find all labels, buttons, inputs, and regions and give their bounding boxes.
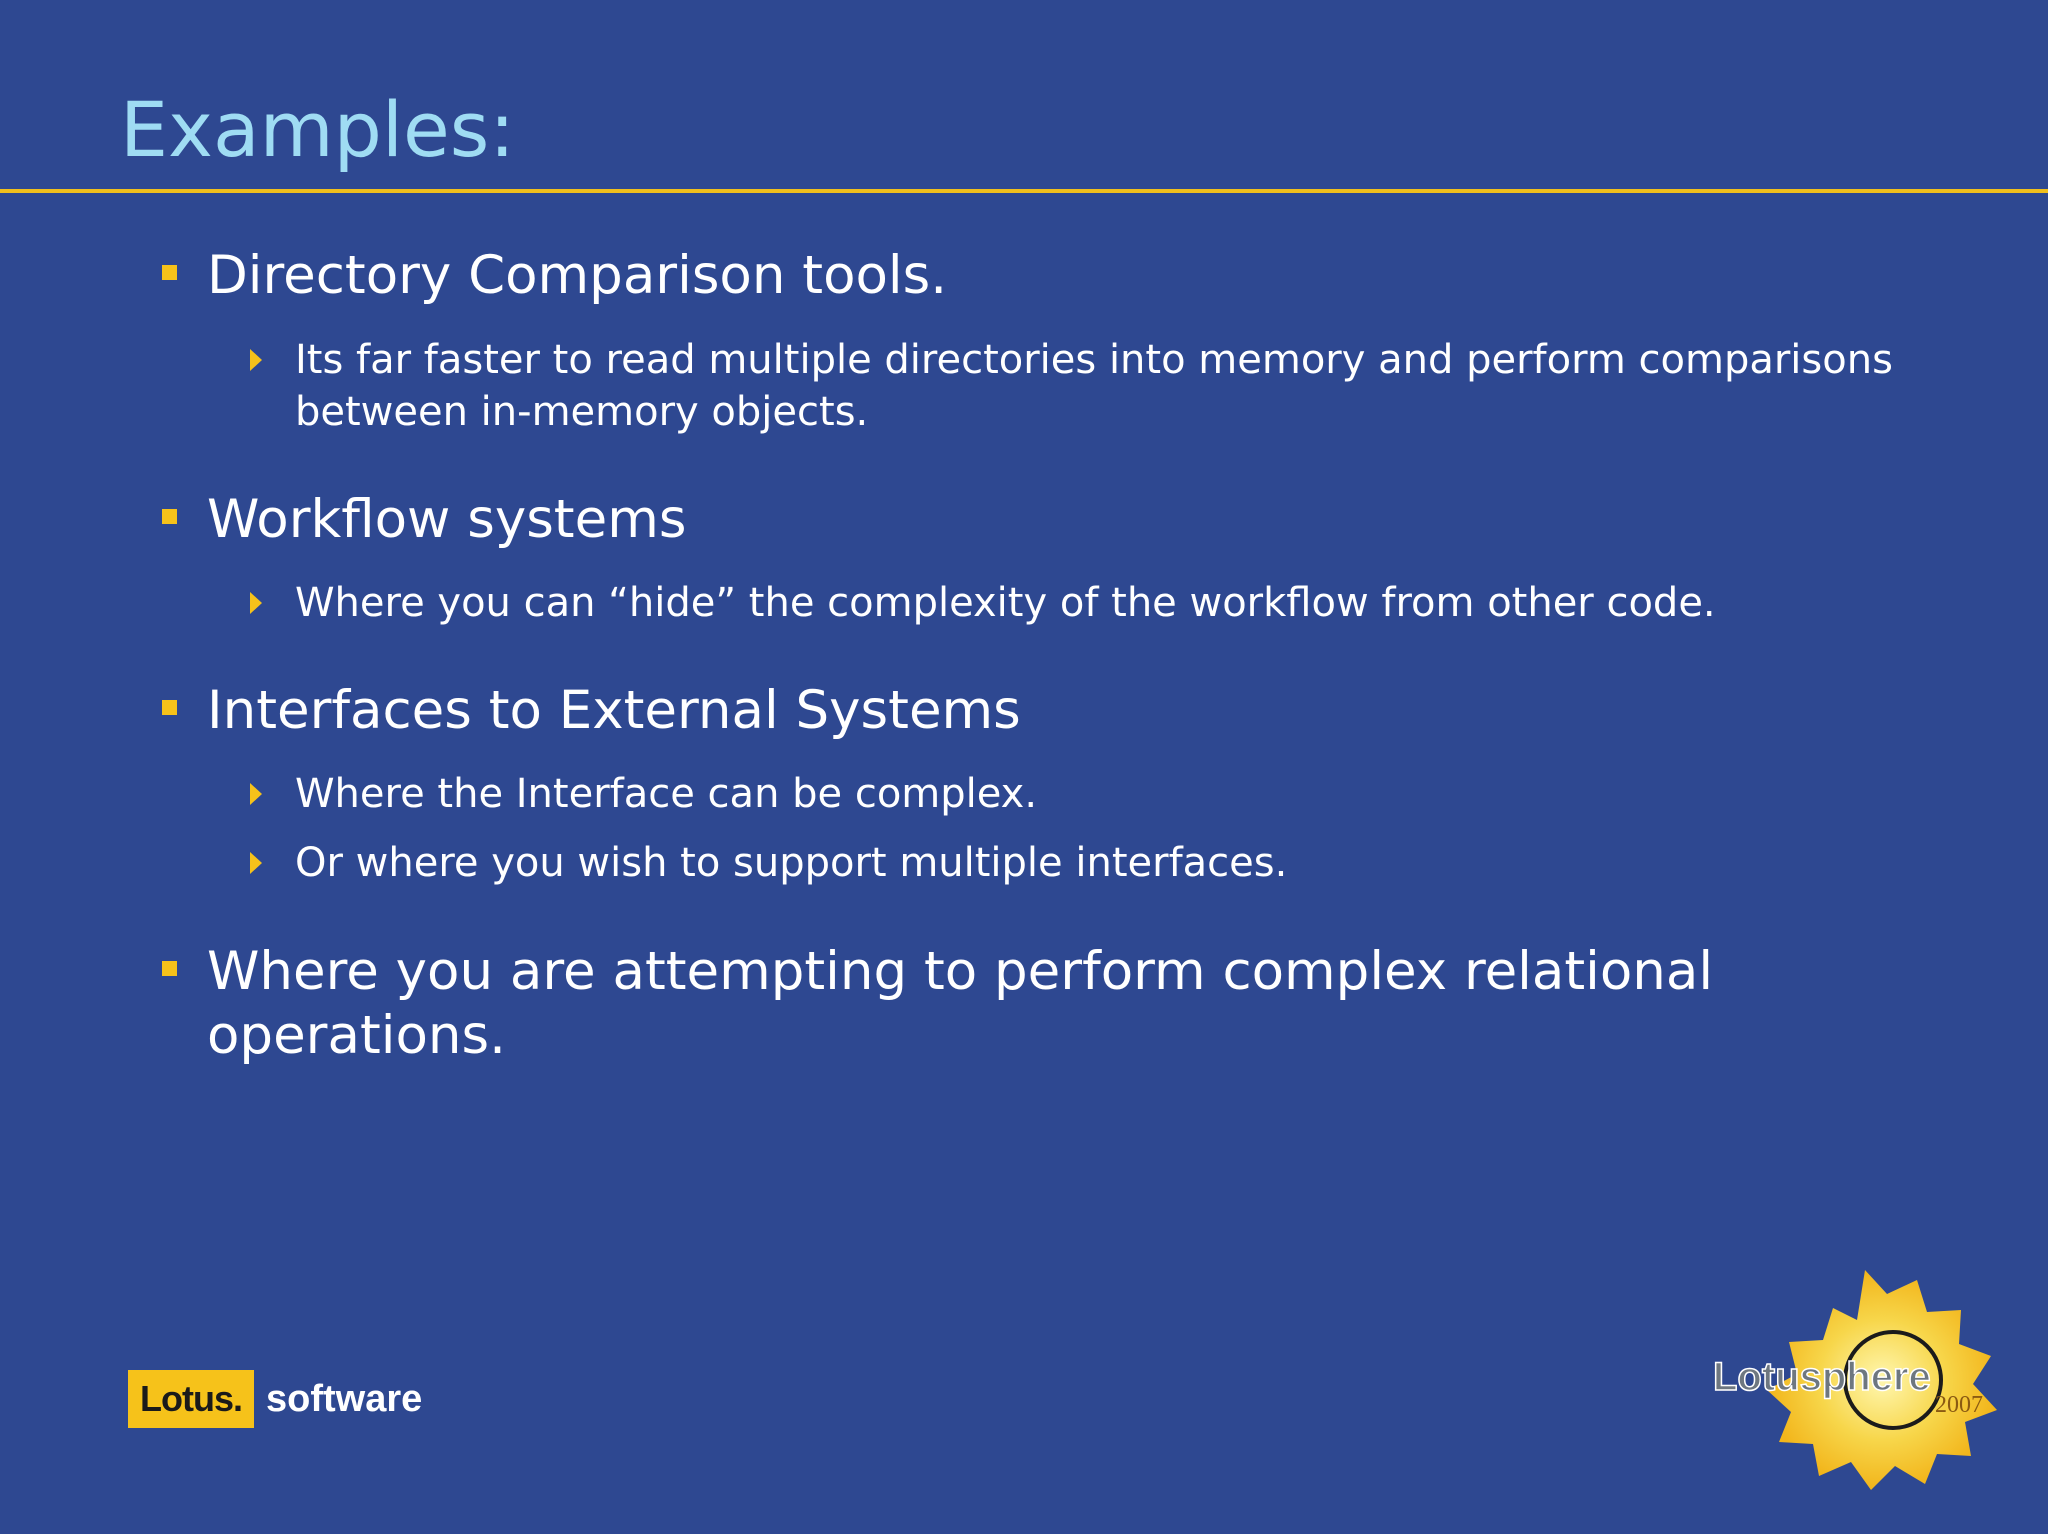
triangle-arrow-icon [250, 592, 262, 614]
bullet-1-sub-1-line-2: between in-memory objects. [295, 389, 869, 435]
bullet-3-sub-1-line-1: Where the Interface can be complex. [295, 771, 1038, 817]
lotusphere-year: 2007 [1935, 1392, 1983, 1418]
triangle-arrow-icon [250, 852, 262, 874]
square-bullet-icon [162, 700, 177, 715]
bullet-3-text: Interfaces to External Systems [207, 680, 1021, 741]
sun-burst-icon [1767, 1270, 1997, 1490]
lotusphere-wordmark: Lotusphere [1713, 1355, 1931, 1399]
square-bullet-icon [162, 961, 177, 976]
bullet-2-text: Workflow systems [207, 489, 687, 550]
software-wordmark: software [265, 1378, 423, 1420]
bullet-2-sub-1-line-1: Where you can “hide” the complexity of t… [295, 580, 1716, 626]
slide-title: Examples: [120, 85, 515, 174]
lotus-software-logo: Lotus. software [128, 1370, 422, 1428]
lotusphere-logo: Lotusphere 2007 [1712, 1270, 1997, 1490]
bullet-1-text: Directory Comparison tools. [207, 245, 948, 306]
square-bullet-icon [162, 509, 177, 524]
bullet-3-sub-2-line-1: Or where you wish to support multiple in… [295, 840, 1288, 886]
title-divider [0, 189, 2048, 193]
square-bullet-icon [162, 265, 177, 280]
orbit-ring-icon [1843, 1330, 1943, 1430]
bullet-4-line-2: operations. [207, 1005, 506, 1066]
bullet-1-sub-1-line-1: Its far faster to read multiple director… [295, 337, 1893, 383]
triangle-arrow-icon [250, 349, 262, 371]
bullet-4-line-1: Where you are attempting to perform comp… [207, 941, 1714, 1002]
lotus-wordmark: Lotus. [128, 1370, 254, 1428]
triangle-arrow-icon [250, 783, 262, 805]
